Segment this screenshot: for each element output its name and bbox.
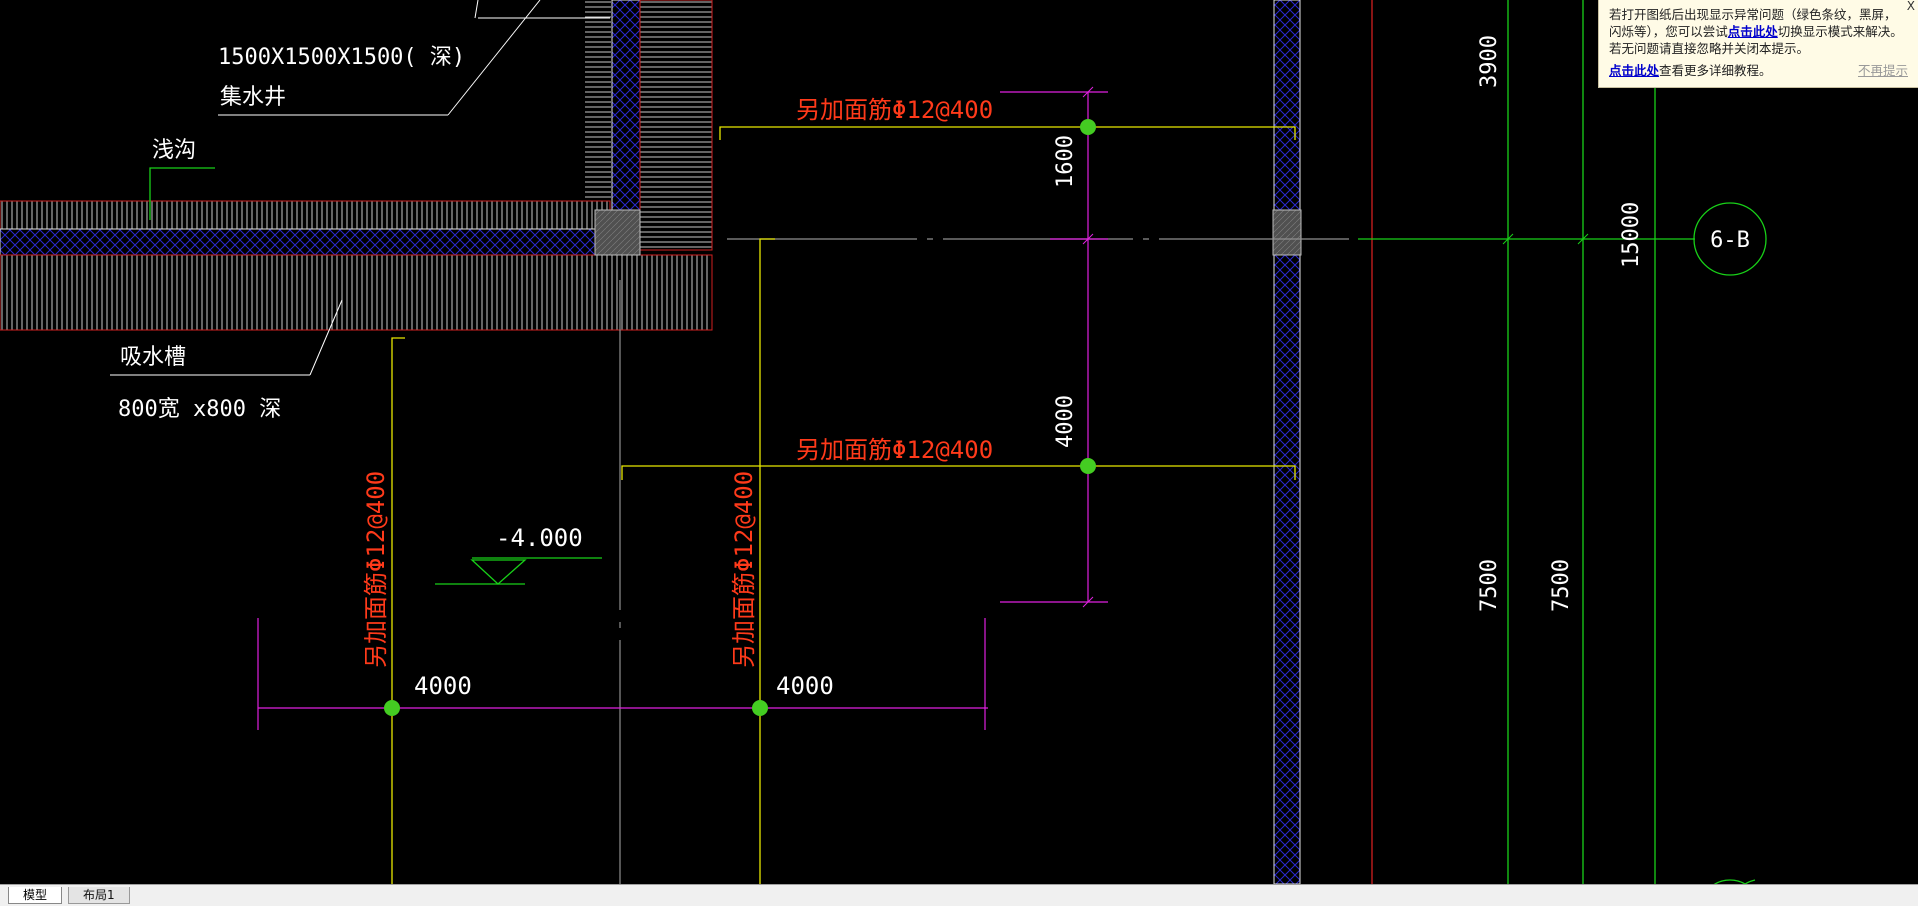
dim-15000: 15000	[1619, 202, 1644, 268]
tab-model[interactable]: 模型	[8, 887, 63, 904]
trench-label: 浅沟	[152, 138, 196, 163]
notice-text-1: 若打开图纸后出现显示异常问题（绿色条纹，黑屏，闪烁等），您可以尝试	[1609, 7, 1897, 39]
drawing-canvas[interactable]: 6-B 1500X1500X1500( 深) 集水井 浅沟 吸水槽 800宽 x…	[0, 0, 1918, 884]
rebar-note-vertical-left: 另加面筋Φ12@400	[362, 471, 390, 668]
axis-bubble-label: 6-B	[1710, 228, 1750, 253]
notice-text-2: 切换显示模式来解决。若无问题请直接忽略并关闭本提示。	[1609, 24, 1903, 56]
right-wall	[1272, 0, 1373, 884]
notice-text-3: 查看更多详细教程。	[1659, 63, 1772, 78]
dim-7500-a: 7500	[1477, 559, 1502, 612]
node-points	[384, 119, 1096, 716]
notice-row-2: 点击此处查看更多详细教程。 不再提示	[1609, 62, 1908, 79]
dim-4000-right: 4000	[776, 672, 834, 700]
grid-lines	[1502, 0, 1756, 884]
dim-3900: 3900	[1477, 35, 1502, 88]
dont-show-again-link[interactable]: 不再提示	[1857, 63, 1908, 78]
rebar-note-top: 另加面筋Φ12@400	[796, 96, 993, 124]
notice-body: 若打开图纸后出现显示异常问题（绿色条纹，黑屏，闪烁等），您可以尝试点击此处切换显…	[1609, 6, 1908, 57]
elevation-marker	[435, 557, 602, 585]
dim-4000-left: 4000	[414, 672, 472, 700]
pit-name-label: 集水井	[220, 85, 286, 110]
axis-bubble[interactable]: 6-B	[1693, 202, 1767, 276]
layout-tab-bar: 模型 布局1	[0, 884, 1918, 906]
dim-1600: 1600	[1053, 135, 1078, 188]
switch-display-mode-link[interactable]: 点击此处	[1727, 24, 1778, 39]
tab-layout1[interactable]: 布局1	[68, 887, 130, 904]
tutorial-link[interactable]: 点击此处	[1609, 63, 1660, 78]
elevation-label: -4.000	[496, 524, 583, 552]
sump-name-label: 吸水槽	[120, 345, 186, 370]
annotations: 1500X1500X1500( 深) 集水井 浅沟 吸水槽 800宽 x800 …	[118, 35, 1644, 700]
pit-size-label: 1500X1500X1500( 深)	[218, 45, 465, 70]
sump-size-label: 800宽 x800 深	[118, 397, 281, 422]
pit-structure	[0, 0, 713, 376]
dim-7500-b: 7500	[1549, 559, 1574, 612]
close-icon[interactable]: X	[1906, 0, 1915, 13]
axis-centerline	[619, 238, 1695, 884]
display-issue-notice: X 若打开图纸后出现显示异常问题（绿色条纹，黑屏，闪烁等），您可以尝试点击此处切…	[1598, 0, 1918, 88]
rebar-note-vertical-right: 另加面筋Φ12@400	[730, 471, 758, 668]
dim-4000-vertical: 4000	[1053, 395, 1078, 448]
rebar-note-mid: 另加面筋Φ12@400	[796, 436, 993, 464]
